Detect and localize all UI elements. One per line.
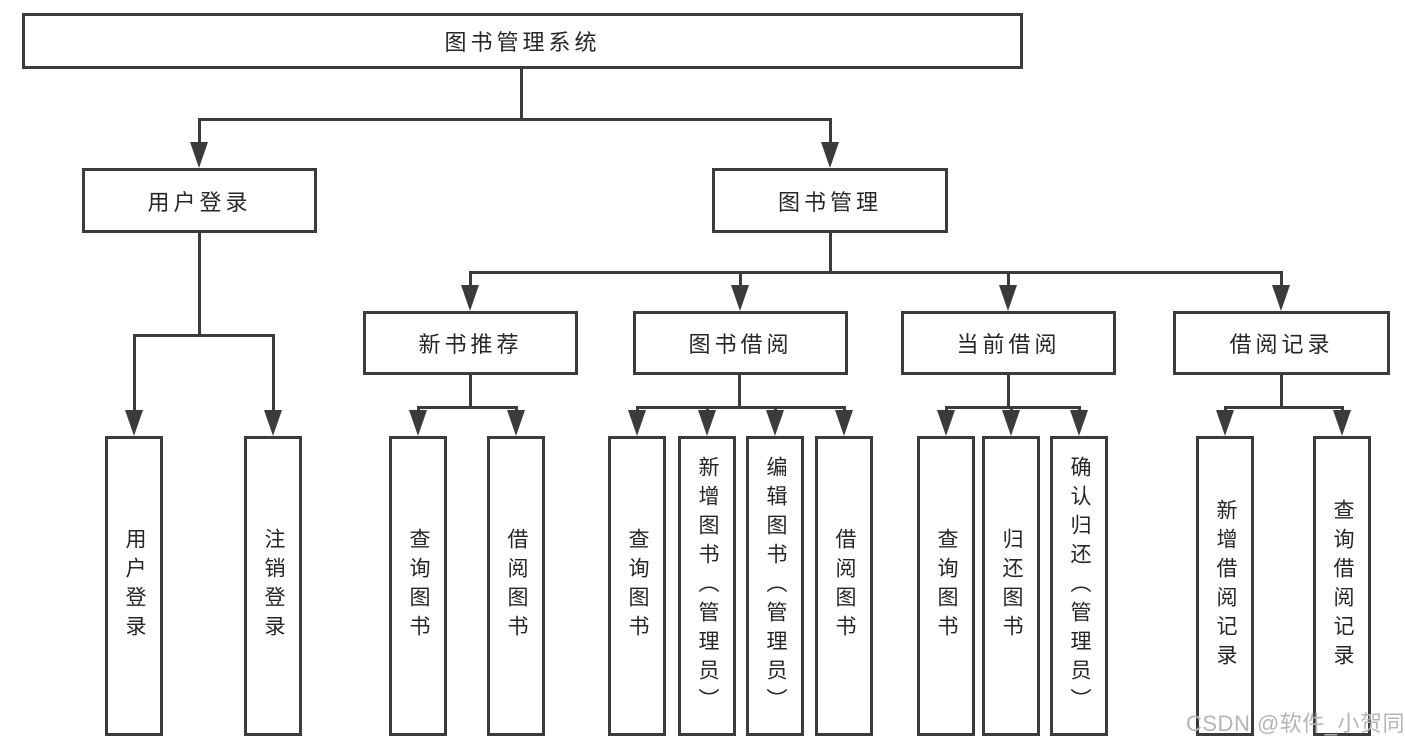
connector-line xyxy=(739,271,742,287)
node-label: 图书管理 xyxy=(777,189,882,215)
connector-line xyxy=(417,406,518,409)
node-label: 编辑图书（管理员） xyxy=(764,455,787,717)
arrow-down-icon xyxy=(766,410,784,436)
connector-line xyxy=(1280,375,1283,408)
node-label: 新增图书（管理员） xyxy=(696,455,719,717)
connector-line xyxy=(706,406,709,413)
node-leaf-bb-add-books: 新增图书（管理员） xyxy=(678,436,736,736)
connector-line xyxy=(133,334,136,412)
connector-line xyxy=(469,271,472,287)
connector-line xyxy=(469,375,472,408)
node-leaf-cb-query-books: 查询图书 xyxy=(917,436,975,736)
arrow-down-icon xyxy=(731,285,749,311)
node-label: 确认归还（管理员） xyxy=(1068,455,1091,717)
node-label: 查询图书 xyxy=(407,528,430,644)
arrow-down-icon xyxy=(1333,410,1351,436)
connector-line xyxy=(945,406,1081,409)
arrow-down-icon xyxy=(1070,410,1088,436)
node-label: 用户登录 xyxy=(123,528,146,644)
connector-line xyxy=(198,233,201,336)
arrow-down-icon xyxy=(190,142,208,168)
connector-line xyxy=(829,233,832,273)
connector-line xyxy=(774,406,777,413)
arrow-down-icon xyxy=(835,410,853,436)
node-leaf-user-login: 用户登录 xyxy=(105,436,163,736)
node-current-borrow: 当前借阅 xyxy=(901,311,1116,375)
arrow-down-icon xyxy=(1002,410,1020,436)
connector-line xyxy=(1078,406,1081,413)
node-label: 当前借阅 xyxy=(956,332,1061,357)
connector-line xyxy=(515,406,518,413)
node-leaf-bb-query-books: 查询图书 xyxy=(608,436,666,736)
node-label: 新增借阅记录 xyxy=(1214,499,1237,673)
connector-line xyxy=(945,406,948,413)
arrow-down-icon xyxy=(821,142,839,168)
node-label: 注销登录 xyxy=(262,528,285,644)
connector-line xyxy=(272,334,275,412)
node-leaf-br-add-record: 新增借阅记录 xyxy=(1196,436,1254,736)
arrow-down-icon xyxy=(1216,410,1234,436)
arrow-down-icon xyxy=(125,410,143,436)
node-label: 查询借阅记录 xyxy=(1331,499,1354,673)
node-label: 查询图书 xyxy=(626,528,649,644)
connector-line xyxy=(1007,271,1010,287)
connector-line xyxy=(1007,375,1010,408)
node-label: 图书借阅 xyxy=(688,332,793,357)
node-label: 归还图书 xyxy=(1000,528,1023,644)
node-label: 用户登录 xyxy=(147,189,252,215)
arrow-down-icon xyxy=(937,410,955,436)
node-leaf-bb-edit-books: 编辑图书（管理员） xyxy=(746,436,804,736)
connector-line xyxy=(829,118,832,146)
arrow-down-icon xyxy=(628,410,646,436)
connector-line xyxy=(636,406,639,413)
arrow-down-icon xyxy=(409,410,427,436)
arrow-down-icon xyxy=(1272,285,1290,311)
connector-line xyxy=(1341,406,1344,413)
node-label: 借阅图书 xyxy=(833,528,856,644)
connector-line xyxy=(417,406,420,413)
connector-line xyxy=(469,271,1283,274)
connector-line xyxy=(520,69,523,119)
arrow-down-icon xyxy=(999,285,1017,311)
node-leaf-bb-borrow-books: 借阅图书 xyxy=(815,436,873,736)
connector-line xyxy=(1280,271,1283,287)
node-leaf-cb-return-books: 归还图书 xyxy=(982,436,1040,736)
node-book-management: 图书管理 xyxy=(712,168,948,233)
connector-line xyxy=(1224,406,1344,409)
node-label: 新书推荐 xyxy=(418,332,523,357)
node-borrow-records: 借阅记录 xyxy=(1173,311,1390,375)
connector-line xyxy=(1224,406,1227,413)
node-book-borrow: 图书借阅 xyxy=(633,311,848,375)
arrow-down-icon xyxy=(264,410,282,436)
node-leaf-rec-borrow-books: 借阅图书 xyxy=(487,436,545,736)
node-root: 图书管理系统 xyxy=(22,13,1023,69)
watermark: CSDN @软件_小贺同学 xyxy=(1186,711,1405,736)
arrow-down-icon xyxy=(698,410,716,436)
node-leaf-br-query-record: 查询借阅记录 xyxy=(1313,436,1371,736)
node-label: 借阅图书 xyxy=(505,528,528,644)
connector-line xyxy=(636,406,846,409)
connector-line xyxy=(198,118,201,146)
node-leaf-cb-confirm-return: 确认归还（管理员） xyxy=(1050,436,1108,736)
node-label: 借阅记录 xyxy=(1229,332,1334,357)
node-leaf-logout: 注销登录 xyxy=(244,436,302,736)
node-label: 查询图书 xyxy=(935,528,958,644)
connector-line xyxy=(133,334,275,337)
arrow-down-icon xyxy=(507,410,525,436)
node-leaf-rec-query-books: 查询图书 xyxy=(389,436,447,736)
node-label: 图书管理系统 xyxy=(444,30,601,55)
node-user-login: 用户登录 xyxy=(82,168,317,233)
connector-line xyxy=(198,118,832,121)
connector-line xyxy=(738,375,741,408)
connector-line xyxy=(1010,406,1013,413)
connector-line xyxy=(843,406,846,413)
arrow-down-icon xyxy=(461,285,479,311)
node-new-book-recommend: 新书推荐 xyxy=(363,311,578,375)
